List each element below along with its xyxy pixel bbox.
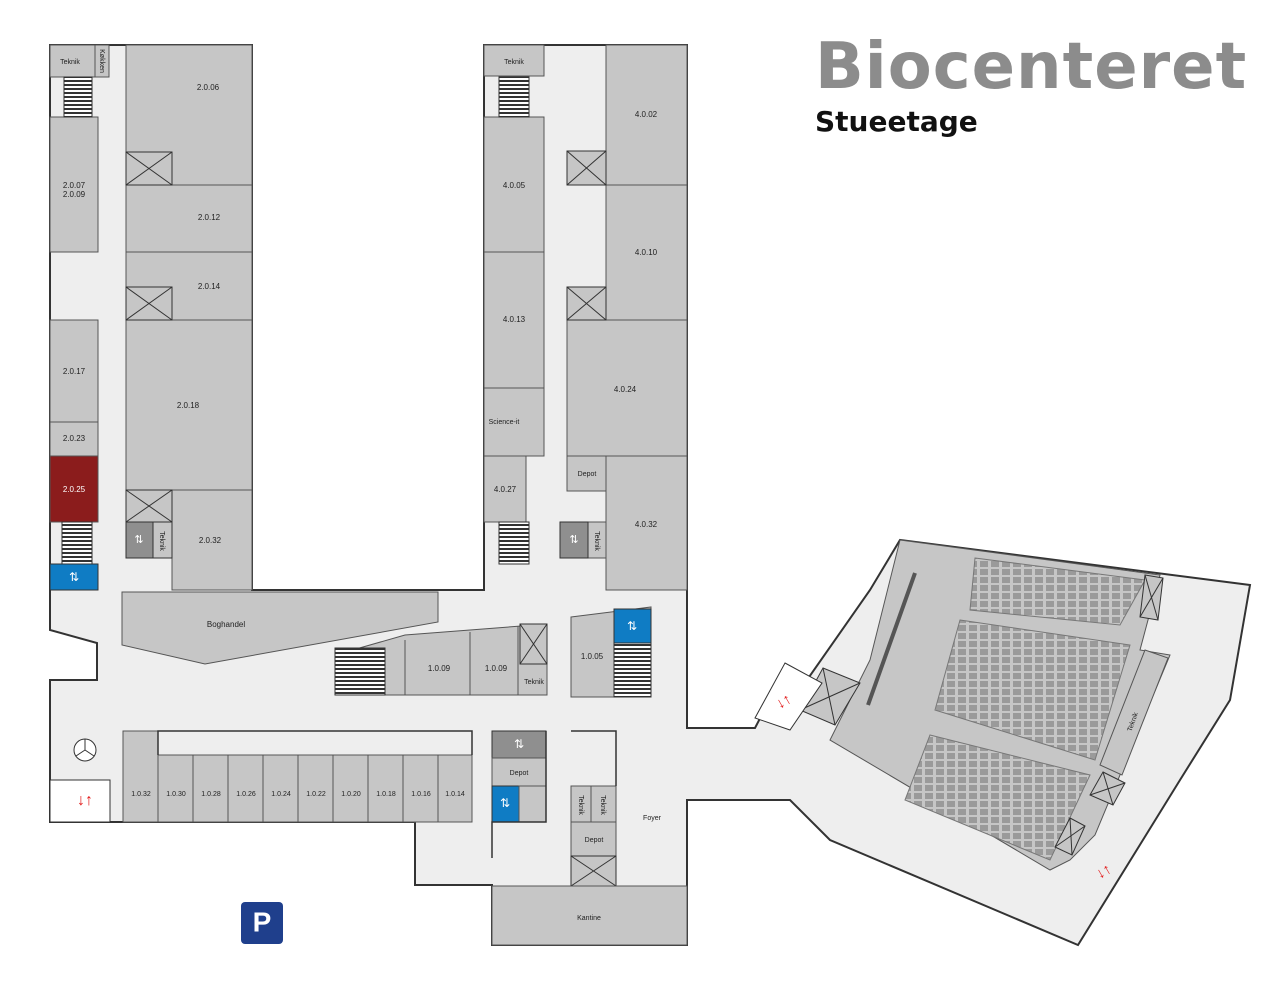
shafts-right (566, 150, 607, 321)
stairs-arrows-icon: ↓↑ (77, 792, 93, 809)
svg-text:Teknik: Teknik (524, 679, 544, 686)
stairs-arrows-icon: ↓↑ (773, 690, 794, 712)
svg-text:1.0.32: 1.0.32 (131, 791, 151, 798)
stairs-arrows-icon: ↓↑ (1093, 860, 1114, 882)
svg-text:1.0.05: 1.0.05 (581, 652, 604, 661)
staircase (61, 521, 93, 565)
svg-text:1.0.09: 1.0.09 (428, 664, 451, 673)
svg-text:⇅: ⇅ (569, 534, 578, 546)
elevator-icon (559, 521, 589, 559)
svg-text:⇅: ⇅ (69, 570, 79, 584)
svg-text:2.0.09: 2.0.09 (63, 190, 86, 199)
svg-text:Boghandel: Boghandel (207, 620, 245, 629)
svg-text:4.0.32: 4.0.32 (635, 520, 658, 529)
svg-text:Foyer: Foyer (643, 815, 662, 822)
svg-text:Kantine: Kantine (577, 915, 601, 922)
staircase (63, 76, 93, 118)
svg-text:Depot: Depot (585, 837, 604, 844)
shafts-left (125, 151, 173, 523)
svg-text:2.0.12: 2.0.12 (198, 213, 221, 222)
svg-text:⇅: ⇅ (514, 737, 524, 751)
svg-text:4.0.27: 4.0.27 (494, 485, 517, 494)
svg-text:2.0.25: 2.0.25 (63, 485, 86, 494)
svg-text:Depot: Depot (578, 471, 597, 478)
parking-label: P (253, 906, 272, 937)
svg-text:1.0.18: 1.0.18 (376, 791, 396, 798)
staircase (498, 521, 530, 565)
svg-text:2.0.18: 2.0.18 (177, 401, 200, 410)
svg-text:Teknik: Teknik (593, 531, 600, 551)
svg-text:1.0.09: 1.0.09 (485, 664, 508, 673)
svg-text:Science-it: Science-it (489, 419, 520, 426)
svg-text:2.0.17: 2.0.17 (63, 367, 86, 376)
svg-text:Teknik: Teknik (60, 59, 80, 66)
svg-text:⇅: ⇅ (500, 796, 510, 810)
svg-text:4.0.05: 4.0.05 (503, 181, 526, 190)
floor-subtitle: Stueetage (815, 105, 978, 138)
svg-text:⇅: ⇅ (627, 619, 637, 633)
room-highlighted[interactable] (49, 455, 99, 523)
svg-text:Depot: Depot (510, 770, 529, 777)
bottom-row-rooms (122, 730, 473, 823)
svg-text:2.0.14: 2.0.14 (198, 282, 221, 291)
svg-text:Teknik: Teknik (158, 531, 165, 551)
svg-text:2.0.32: 2.0.32 (199, 536, 222, 545)
svg-text:Teknik: Teknik (577, 795, 584, 815)
svg-text:1.0.16: 1.0.16 (411, 791, 431, 798)
svg-text:1.0.30: 1.0.30 (166, 791, 186, 798)
svg-text:Teknik: Teknik (599, 795, 606, 815)
svg-text:2.0.06: 2.0.06 (197, 83, 220, 92)
svg-text:Teknik: Teknik (504, 59, 524, 66)
svg-text:⇅: ⇅ (134, 534, 143, 546)
staircase (498, 76, 530, 118)
room-boghandel[interactable] (121, 591, 439, 665)
parking-icon (241, 902, 283, 944)
elevator-icon (491, 785, 520, 823)
elevator-icon (613, 608, 652, 644)
svg-text:1.0.22: 1.0.22 (306, 791, 326, 798)
svg-text:4.0.10: 4.0.10 (635, 248, 658, 257)
svg-text:Køkken: Køkken (98, 49, 105, 73)
svg-text:1.0.14: 1.0.14 (445, 791, 465, 798)
elevator-icon (491, 730, 547, 759)
staircase (613, 642, 652, 698)
left-wing-rooms (49, 44, 253, 591)
svg-text:4.0.02: 4.0.02 (635, 110, 658, 119)
room-kantine[interactable] (491, 885, 688, 946)
svg-text:1.0.20: 1.0.20 (341, 791, 361, 798)
svg-text:2.0.07: 2.0.07 (63, 181, 86, 190)
staircase (334, 647, 386, 696)
svg-text:1.0.24: 1.0.24 (271, 791, 291, 798)
svg-text:2.0.23: 2.0.23 (63, 434, 86, 443)
elevator-icon (49, 563, 99, 591)
svg-text:1.0.28: 1.0.28 (201, 791, 221, 798)
right-wing-rooms (483, 44, 688, 591)
svg-text:4.0.24: 4.0.24 (614, 385, 637, 394)
elevator-icon (125, 521, 154, 559)
building-title: Biocenteret (815, 30, 1248, 104)
room-labels: Teknik Køkken 2.0.06 2.0.07 2.0.09 2.0.1… (60, 49, 1140, 922)
svg-text:4.0.13: 4.0.13 (503, 315, 526, 324)
svg-text:1.0.26: 1.0.26 (236, 791, 256, 798)
